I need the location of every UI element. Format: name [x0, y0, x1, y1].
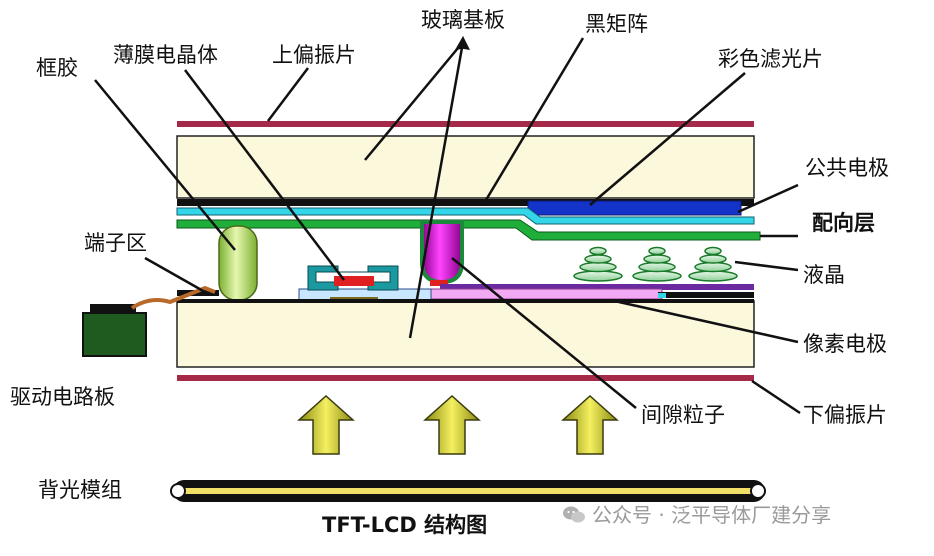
- leader-arrowheads: [455, 36, 470, 50]
- bottom-glass-topline: [177, 299, 754, 303]
- leader-spacer: [451, 257, 637, 409]
- label-glass-substrate: 玻璃基板: [421, 8, 505, 32]
- leader-upper-polarizer: [267, 67, 309, 122]
- top-glass-substrate: [176, 135, 755, 199]
- label-black-matrix: 黑矩阵: [585, 12, 648, 36]
- label-spacer: 间隙粒子: [641, 403, 725, 427]
- leader-terminal-area: [144, 256, 206, 294]
- label-alignment-layer: 配向层: [812, 211, 875, 235]
- light-arrow: [423, 394, 481, 455]
- lower-alignment-layer: [440, 284, 754, 290]
- lc-molecule: [632, 246, 682, 282]
- alignment-layer: [176, 219, 761, 241]
- spacer-contact: [430, 280, 448, 286]
- label-driver-board: 驱动电路板: [10, 385, 115, 409]
- label-common-electrode: 公共电极: [805, 156, 889, 180]
- leader-lines: [94, 37, 801, 415]
- thin-film-transistor: [298, 265, 432, 302]
- driver-board: [82, 285, 216, 357]
- wechat-icon: [563, 506, 585, 523]
- leader-pixel-electrode: [609, 298, 799, 344]
- watermark: 公众号 · 泛平导体厂建分享: [562, 505, 831, 525]
- label-tft: 薄膜电晶体: [113, 43, 218, 67]
- pixel-electrode: [429, 288, 663, 300]
- leader-liquid-crystal: [734, 260, 799, 272]
- label-lower-polarizer: 下偏振片: [803, 403, 887, 427]
- light-arrow: [561, 394, 619, 455]
- diagram-caption: TFT-LCD 结构图: [322, 513, 488, 537]
- leader-glass-top: [364, 41, 464, 161]
- liquid-crystal-molecules: [573, 246, 738, 282]
- black-matrix-layer: [177, 199, 754, 206]
- label-liquid-crystal: 液晶: [803, 263, 845, 287]
- lc-molecule: [573, 246, 623, 282]
- bottom-glass-substrate: [176, 300, 755, 368]
- color-filter: [527, 200, 742, 216]
- leader-color-filter: [589, 72, 746, 206]
- cyan-contact: [658, 293, 666, 298]
- backlight-module: [170, 480, 766, 502]
- label-terminal-area: 端子区: [84, 231, 147, 255]
- leader-tft: [184, 69, 345, 281]
- leader-glass-bottom: [408, 41, 465, 339]
- upper-polarizer: [177, 121, 754, 127]
- leader-lower-polarizer: [751, 379, 801, 415]
- backlight-arrows: [297, 394, 619, 455]
- pixel-electrode-edge: [658, 292, 754, 298]
- watermark-text: 公众号 · 泛平导体厂建分享: [592, 503, 832, 527]
- lower-polarizer: [177, 375, 754, 381]
- leader-frame-glue: [94, 79, 236, 251]
- lc-molecule: [688, 246, 738, 282]
- leader-common-electrode: [737, 183, 799, 214]
- common-electrode-layer: [176, 207, 755, 225]
- light-arrow: [297, 394, 355, 455]
- label-upper-polarizer: 上偏振片: [272, 43, 356, 67]
- label-pixel-electrode: 像素电极: [803, 332, 887, 356]
- label-color-filter: 彩色滤光片: [718, 47, 823, 71]
- label-backlight: 背光模组: [38, 478, 122, 502]
- label-frame-glue: 框胶: [36, 56, 78, 80]
- leader-black-matrix: [484, 37, 585, 201]
